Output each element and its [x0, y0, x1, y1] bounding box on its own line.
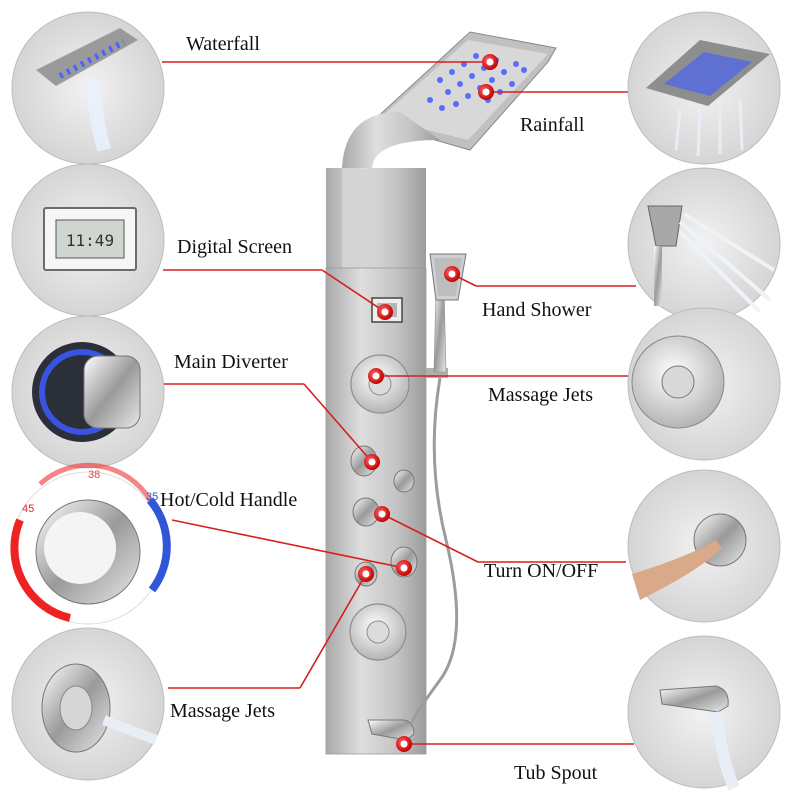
label-turn-on-off: Turn ON/OFF: [484, 560, 599, 582]
label-massage-jets-right: Massage Jets: [488, 384, 593, 406]
label-hot-cold-handle: Hot/Cold Handle: [160, 489, 298, 511]
marker-dot-icon: [482, 54, 498, 70]
marker-dot-icon: [377, 304, 393, 320]
massage-jet-bottom: [349, 603, 407, 661]
detail-digital-screen: 11:49: [11, 163, 165, 317]
label-massage-jets-left: Massage Jets: [170, 700, 275, 722]
detail-waterfall: [11, 11, 165, 165]
detail-main-diverter: [11, 315, 165, 469]
callout-lines: [160, 61, 636, 745]
label-waterfall: Waterfall: [186, 33, 260, 55]
marker-dot-icon: [368, 368, 384, 384]
detail-rainfall: [627, 11, 781, 165]
detail-hand-shower: [627, 167, 781, 321]
marker-dot-icon: [396, 736, 412, 752]
marker-dot-icon: [444, 266, 460, 282]
marker-dot-icon: [374, 506, 390, 522]
screen-readout: 11:49: [66, 231, 114, 250]
marker-dot-icon: [478, 84, 494, 100]
detail-massage-jets-left: [11, 627, 165, 781]
detail-tub-spout: [627, 635, 781, 791]
marker-dot-icon: [364, 454, 380, 470]
marker-dot-icon: [358, 566, 374, 582]
massage-jet-top: [350, 354, 410, 414]
marker-dot-icon: [396, 560, 412, 576]
detail-hot-cold-handle: 45 38 35: [10, 462, 171, 625]
label-main-diverter: Main Diverter: [174, 351, 288, 373]
detail-massage-jets-right: [627, 307, 781, 461]
label-hand-shower: Hand Shower: [482, 299, 592, 321]
dial-number-left: 45: [22, 503, 34, 515]
markers: [358, 54, 498, 752]
detail-turn-on-off: [627, 469, 781, 623]
dial-number-right: 35: [146, 491, 158, 503]
label-rainfall: Rainfall: [520, 114, 585, 136]
label-tub-spout: Tub Spout: [514, 762, 598, 784]
label-digital-screen: Digital Screen: [177, 236, 292, 258]
dial-number-top: 38: [88, 469, 100, 481]
